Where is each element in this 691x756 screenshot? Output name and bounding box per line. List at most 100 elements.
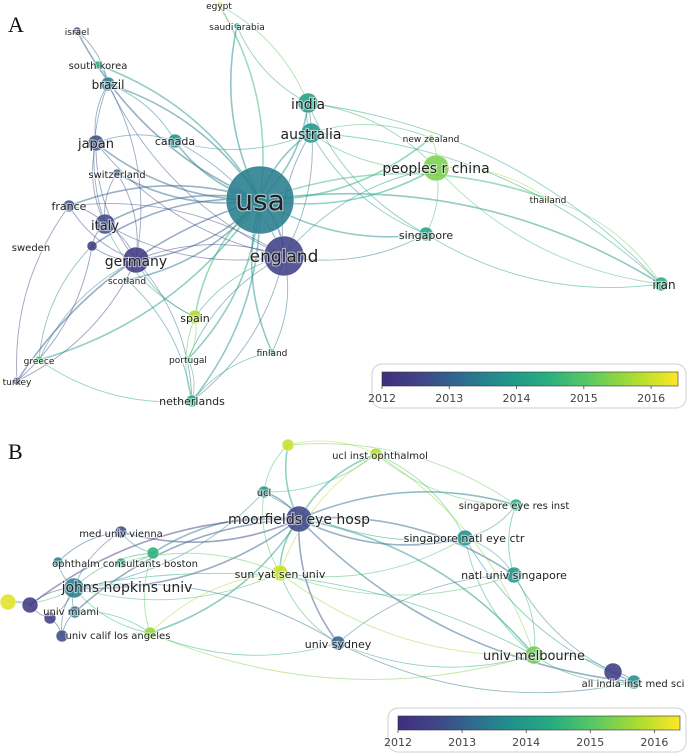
- link-edge: [310, 132, 662, 285]
- singapore-eye-res-inst-node[interactable]: [509, 498, 523, 512]
- link-edge: [298, 518, 535, 656]
- link-edge: [95, 134, 176, 144]
- new-zealand-node[interactable]: [427, 134, 435, 142]
- unlabeled-node[interactable]: [21, 596, 39, 614]
- japan-node[interactable]: [87, 134, 105, 152]
- univ-miami-node[interactable]: [68, 605, 82, 619]
- all-india-inst-med-sci-node[interactable]: [626, 674, 642, 690]
- india-node[interactable]: [297, 92, 319, 114]
- spain-label: spain: [180, 312, 210, 325]
- ucl-node[interactable]: [257, 485, 271, 499]
- saudi-arabia-node[interactable]: [233, 22, 241, 30]
- scotland-node[interactable]: [123, 276, 131, 284]
- unlabeled-node[interactable]: [281, 438, 295, 452]
- univ-calif-los-angeles-node[interactable]: [143, 626, 157, 640]
- link-edge: [74, 611, 151, 634]
- unlabeled-node[interactable]: [115, 557, 127, 569]
- turkey-node[interactable]: [12, 376, 22, 386]
- portugal-node[interactable]: [184, 355, 192, 363]
- canada-node[interactable]: [167, 133, 183, 149]
- med-univ-vienna-node[interactable]: [114, 525, 128, 539]
- link-edge: [16, 199, 261, 382]
- link-edge: [298, 516, 515, 576]
- egypt-label: egypt: [206, 2, 232, 12]
- link-edge: [73, 572, 281, 601]
- link-edge: [464, 537, 535, 656]
- unlabeled-node[interactable]: [43, 611, 57, 625]
- unlabeled-node[interactable]: [52, 556, 64, 568]
- link-edge: [73, 491, 265, 589]
- link-edge: [375, 453, 466, 539]
- greece-node[interactable]: [34, 355, 44, 365]
- link-edge: [149, 572, 281, 634]
- link-edge: [135, 259, 193, 402]
- italy-node[interactable]: [94, 213, 116, 235]
- link-edge: [38, 359, 193, 403]
- legend-tick-label: 2013: [448, 736, 476, 749]
- australia-node[interactable]: [300, 122, 322, 144]
- iran-node[interactable]: [653, 276, 669, 292]
- england-label: england: [250, 247, 319, 267]
- univ-sydney-node[interactable]: [330, 635, 346, 651]
- sun-yat-sen-univ-node[interactable]: [271, 564, 289, 582]
- link-edge: [16, 245, 93, 382]
- singapore-natl-eye-ctr-node[interactable]: [456, 529, 474, 547]
- link-edge: [218, 4, 309, 104]
- unlabeled-node[interactable]: [603, 662, 623, 682]
- ucl-inst-ophthalmol-label: ucl inst ophthalmol: [332, 451, 428, 462]
- singapore-label: singapore: [399, 229, 453, 242]
- link-edge: [143, 552, 154, 634]
- link-edge: [259, 192, 662, 285]
- germany-node[interactable]: [122, 246, 150, 274]
- univ-sydney-label: univ sydney: [305, 638, 372, 651]
- spain-node[interactable]: [187, 309, 203, 325]
- moorfields-eye-hosp-node[interactable]: [285, 505, 313, 533]
- finland-node[interactable]: [268, 348, 276, 356]
- france-node[interactable]: [62, 199, 76, 213]
- unlabeled-node[interactable]: [55, 629, 69, 643]
- institution-nodes: [0, 438, 642, 690]
- legend-tick-label: 2016: [637, 392, 665, 405]
- link-edge: [337, 574, 515, 644]
- univ-melbourne-node[interactable]: [524, 645, 544, 665]
- israel-node[interactable]: [72, 26, 82, 36]
- ucl-inst-ophthalmol-node[interactable]: [369, 447, 383, 461]
- egypt-node[interactable]: [215, 1, 223, 9]
- south-korea-label: south korea: [69, 61, 128, 72]
- link-edge: [435, 167, 549, 200]
- ophthalm-consultants-boston-node[interactable]: [146, 546, 160, 560]
- legend-tick-label: 2015: [570, 392, 598, 405]
- switzerland-node[interactable]: [112, 168, 122, 178]
- turkey-label: turkey: [3, 378, 32, 388]
- thailand-node[interactable]: [544, 195, 552, 203]
- peoples-r-china-node[interactable]: [422, 154, 450, 182]
- ucl-label: ucl: [257, 488, 272, 499]
- saudi-arabia-label: saudi arabia: [209, 23, 264, 33]
- south-korea-node[interactable]: [93, 60, 103, 70]
- sweden-node[interactable]: [86, 240, 98, 252]
- italy-label: italy: [91, 219, 119, 234]
- link-edge: [298, 518, 339, 644]
- johns-hopkins-univ-node[interactable]: [63, 577, 85, 599]
- natl-univ-singapore-node[interactable]: [505, 566, 523, 584]
- link-edge: [57, 531, 122, 563]
- netherlands-node[interactable]: [185, 394, 199, 408]
- unlabeled-node[interactable]: [0, 593, 17, 611]
- greece-label: greece: [24, 357, 55, 367]
- singapore-eye-res-inst-label: singapore eye res inst: [459, 501, 570, 512]
- link-edge: [310, 124, 432, 139]
- legend-tick-label: 2013: [435, 392, 463, 405]
- brazil-node[interactable]: [100, 76, 116, 92]
- usa-node[interactable]: [225, 165, 295, 235]
- link-edge: [287, 440, 377, 455]
- singapore-node[interactable]: [418, 226, 434, 242]
- med-univ-vienna-label: med univ vienna: [79, 529, 163, 540]
- link-edge: [307, 102, 662, 285]
- ophthalm-consultants-boston-label: ophthalm consultants boston: [52, 559, 198, 570]
- link-edge: [16, 205, 70, 382]
- link-edge: [310, 132, 427, 235]
- england-node[interactable]: [263, 235, 305, 277]
